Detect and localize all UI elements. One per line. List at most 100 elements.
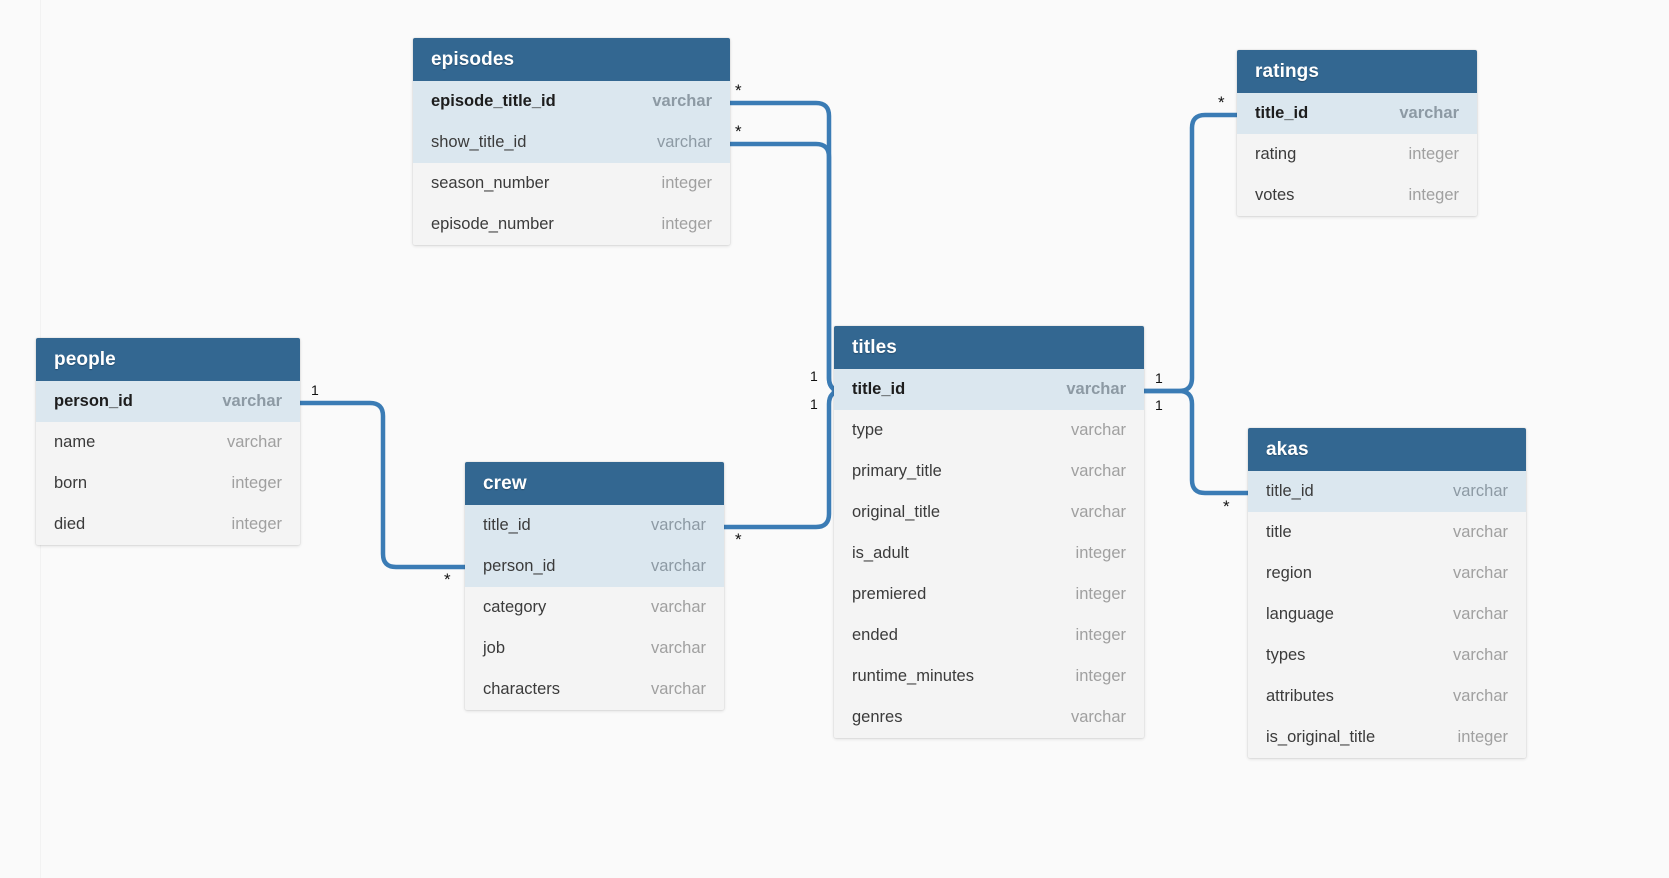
column-name: title_id bbox=[483, 516, 531, 534]
column-type: varchar bbox=[226, 433, 282, 451]
column-name: type bbox=[852, 421, 884, 439]
column-row-titles-title_id[interactable]: title_id varchar bbox=[834, 369, 1144, 410]
column-name: primary_title bbox=[852, 462, 942, 480]
column-type: varchar bbox=[650, 516, 706, 534]
column-type: varchar bbox=[1399, 104, 1459, 122]
column-type: varchar bbox=[1070, 503, 1126, 521]
column-name: title bbox=[1266, 523, 1292, 541]
column-name: runtime_minutes bbox=[852, 667, 974, 685]
column-type: integer bbox=[661, 215, 712, 233]
card-episodes-episode-title: * bbox=[735, 81, 742, 100]
card-titles-left-bottom: 1 bbox=[810, 396, 818, 412]
column-row-people-person_id[interactable]: person_id varchar bbox=[36, 381, 300, 422]
link-episodes-show-title-to-titles bbox=[727, 141, 845, 394]
column-row-akas-language[interactable]: language varchar bbox=[1248, 594, 1526, 635]
card-titles-right-top: 1 bbox=[1155, 370, 1163, 386]
column-name: title_id bbox=[852, 380, 906, 398]
column-name: ended bbox=[852, 626, 898, 644]
column-name: person_id bbox=[483, 557, 556, 575]
column-type: varchar bbox=[1066, 380, 1126, 398]
column-row-titles-is_adult[interactable]: is_adult integer bbox=[834, 533, 1144, 574]
column-type: varchar bbox=[1452, 687, 1508, 705]
card-akas-title: * bbox=[1223, 497, 1230, 516]
column-name: title_id bbox=[1255, 104, 1309, 122]
column-name: job bbox=[483, 639, 506, 657]
column-type: varchar bbox=[1452, 605, 1508, 623]
column-name: person_id bbox=[54, 392, 133, 410]
column-row-episodes-show_title_id[interactable]: show_title_id varchar bbox=[413, 122, 730, 163]
table-header-episodes: episodes bbox=[413, 38, 730, 81]
column-row-crew-title_id[interactable]: title_id varchar bbox=[465, 505, 724, 546]
column-name: name bbox=[54, 433, 96, 451]
column-name: episode_title_id bbox=[431, 92, 556, 110]
table-header-crew: crew bbox=[465, 462, 724, 505]
column-type: integer bbox=[1075, 544, 1126, 562]
column-name: characters bbox=[483, 680, 561, 698]
column-type: integer bbox=[1075, 585, 1126, 603]
column-type: varchar bbox=[650, 598, 706, 616]
column-name: episode_number bbox=[431, 215, 554, 233]
column-name: language bbox=[1266, 605, 1334, 623]
column-row-titles-primary_title[interactable]: primary_title varchar bbox=[834, 451, 1144, 492]
link-crew-title-to-titles bbox=[721, 388, 845, 530]
column-type: varchar bbox=[1452, 482, 1508, 500]
column-row-akas-types[interactable]: types varchar bbox=[1248, 635, 1526, 676]
card-ratings-title: * bbox=[1218, 93, 1225, 112]
column-row-people-name[interactable]: name varchar bbox=[36, 422, 300, 463]
column-name: died bbox=[54, 515, 86, 533]
card-episodes-show-title: * bbox=[735, 122, 742, 141]
table-header-akas: akas bbox=[1248, 428, 1526, 471]
column-name: votes bbox=[1255, 186, 1295, 204]
column-row-ratings-title_id[interactable]: title_id varchar bbox=[1237, 93, 1477, 134]
column-type: varchar bbox=[1452, 646, 1508, 664]
column-row-titles-premiered[interactable]: premiered integer bbox=[834, 574, 1144, 615]
card-crew-person: * bbox=[444, 570, 451, 589]
column-type: varchar bbox=[650, 680, 706, 698]
column-type: varchar bbox=[222, 392, 282, 410]
column-type: integer bbox=[661, 174, 712, 192]
column-name: premiered bbox=[852, 585, 927, 603]
table-header-people: people bbox=[36, 338, 300, 381]
column-type: varchar bbox=[650, 557, 706, 575]
column-row-crew-person_id[interactable]: person_id varchar bbox=[465, 546, 724, 587]
column-row-episodes-episode_number[interactable]: episode_number integer bbox=[413, 204, 730, 245]
column-name: show_title_id bbox=[431, 133, 527, 151]
column-name: is_original_title bbox=[1266, 728, 1376, 746]
card-people-person: 1 bbox=[311, 382, 319, 398]
link-titles-to-akas bbox=[1141, 388, 1251, 496]
card-titles-right-bottom: 1 bbox=[1155, 397, 1163, 413]
column-type: varchar bbox=[1070, 462, 1126, 480]
column-name: types bbox=[1266, 646, 1306, 664]
column-type: varchar bbox=[656, 133, 712, 151]
column-type: integer bbox=[231, 474, 282, 492]
table-header-titles: titles bbox=[834, 326, 1144, 369]
column-row-crew-characters[interactable]: characters varchar bbox=[465, 669, 724, 710]
column-name: is_adult bbox=[852, 544, 909, 562]
card-titles-left-top: 1 bbox=[810, 368, 818, 384]
